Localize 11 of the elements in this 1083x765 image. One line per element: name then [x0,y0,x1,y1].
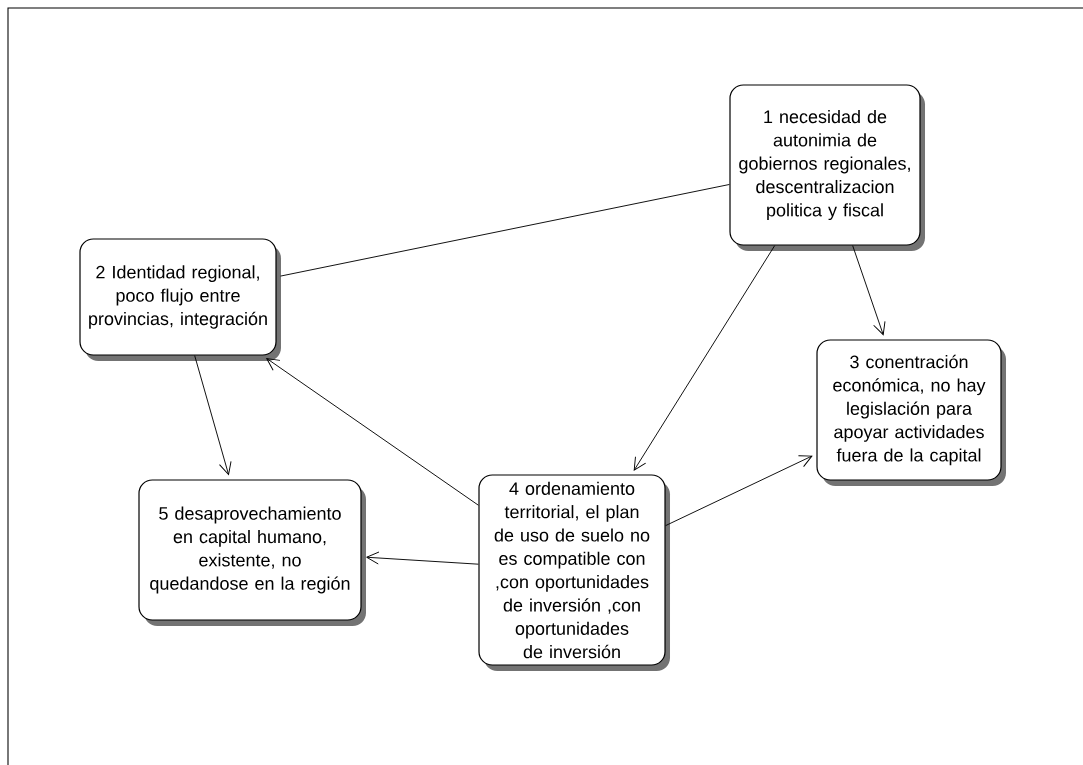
arrow [852,245,886,336]
arrow [633,245,776,471]
arrow [266,358,479,506]
text-box: 5 desaprovechamiento en capital humano, existente, no quedandose en la región [138,479,366,626]
text-box: 4 ordenamiento territorial, el plan de uso de suelo no es compatible con ,con oportunidades de inversión ,con oportunidades de inversión [478,474,670,671]
arrow [665,455,813,527]
arrow [366,551,479,565]
text-box: 3 conentración económica, no hay legislación para apoyar actividades fuera de la capital [816,339,1006,486]
arrow [194,355,232,476]
text-box: 1 necesidad de autonimia de gobiernos regionales, descentralizacion politica y fiscal [729,84,925,251]
text-box: 2 Identidad regional, poco flujo entre provincias, integración [79,238,281,361]
